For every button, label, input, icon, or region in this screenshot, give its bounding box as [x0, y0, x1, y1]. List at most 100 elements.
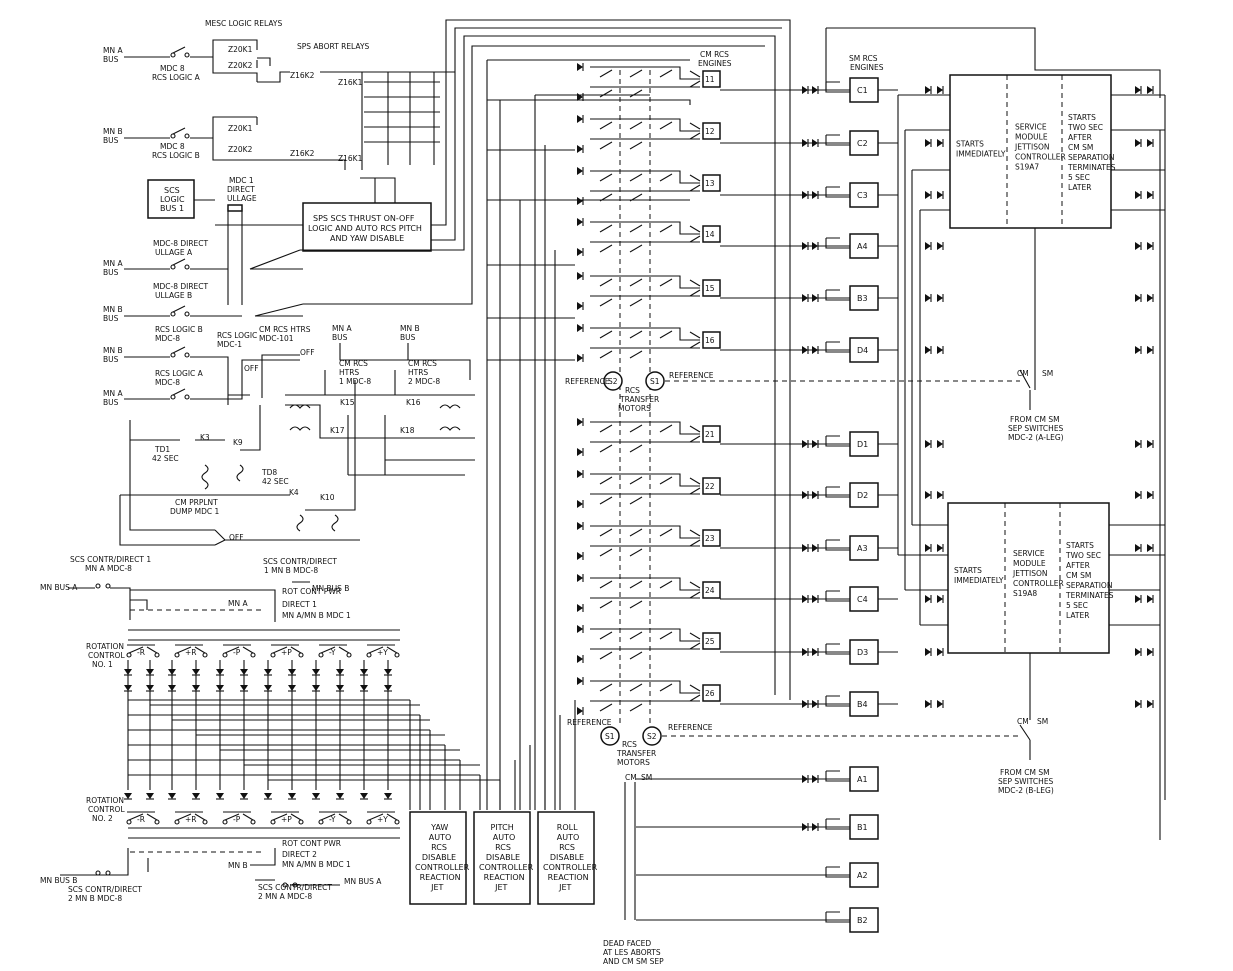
- diode-icon: [577, 218, 583, 226]
- label-cm-rcs: CM RCS: [700, 50, 729, 59]
- label-z20k1: Z20K1: [228, 124, 253, 133]
- label-s2: S2: [647, 732, 657, 741]
- sm-engine-id: A2: [857, 871, 868, 880]
- label-mdc1: MDC-1: [217, 340, 242, 349]
- label-logic: LOGIC: [160, 195, 185, 204]
- diode-icon: [1135, 595, 1141, 603]
- rotation-axis-label: +Y: [377, 815, 388, 824]
- label-bus1: BUS 1: [160, 204, 184, 213]
- controller-text: JETTISON: [1012, 569, 1047, 578]
- cm-engine-box: [702, 581, 721, 599]
- controller-text: SERVICE: [1013, 549, 1045, 558]
- label-42-sec: 42 SEC: [152, 454, 179, 463]
- diode-icon: [1147, 595, 1153, 603]
- label-rcs-logic-a: RCS LOGIC A: [155, 369, 204, 378]
- label-direct: DIRECT: [227, 185, 255, 194]
- sm-engine-box: [849, 862, 879, 888]
- label-mn-a: MN A: [103, 259, 123, 268]
- controller-text: LATER: [1068, 183, 1091, 192]
- controller-text: AFTER: [1068, 133, 1092, 142]
- diode-icon: [925, 86, 931, 94]
- label-z20k2: Z20K2: [228, 145, 253, 154]
- controller-text: CM SM: [1066, 571, 1091, 580]
- disable-box-line: YAW: [430, 823, 448, 832]
- label-ullage: ULLAGE: [227, 194, 257, 203]
- diode-icon: [925, 139, 931, 147]
- controller-text: S19A8: [1013, 589, 1037, 598]
- timer-section: TD1 42 SEC K3 K9 TD8 42 SEC K4 K10 CM PR…: [119, 380, 360, 546]
- label-reference: REFERENCE: [565, 377, 610, 386]
- label-motors: MOTORS: [617, 758, 650, 767]
- label-td1: TD1: [154, 445, 170, 454]
- controller-text: SEPARATION: [1066, 581, 1112, 590]
- controller-text: CONTROLLER: [1013, 579, 1064, 588]
- sm-engine-id: B3: [857, 294, 868, 303]
- label-2-mn-b-mdc8: 2 MN B MDC-8: [68, 894, 122, 903]
- rotation-axis-label: -P: [233, 648, 241, 657]
- cm-engine-box: [702, 477, 721, 495]
- diode-icon: [577, 552, 583, 560]
- switch-contact-icon: [366, 819, 372, 825]
- diode-icon: [577, 522, 583, 530]
- diode-icon: [925, 700, 931, 708]
- cm-engine-id: 25: [705, 637, 715, 646]
- label-cm-rcs: CM RCS: [339, 359, 368, 368]
- diode-icon: [1147, 648, 1153, 656]
- sm-engine-id: D3: [857, 648, 868, 657]
- diode-icon: [360, 793, 368, 799]
- label-k15: K15: [340, 398, 355, 407]
- disable-controller-box: [473, 811, 531, 905]
- diode-icon: [1135, 700, 1141, 708]
- label-mn-a-mdc8: MN A MDC-8: [85, 564, 132, 573]
- label-engines: ENGINES: [850, 63, 884, 72]
- label-rotation: ROTATION: [86, 796, 124, 805]
- cm-engine-box: [702, 331, 721, 349]
- controller-text: CONTROLLER: [1015, 153, 1066, 162]
- disable-box-line: DISABLE: [550, 853, 584, 862]
- label-bus: BUS: [103, 398, 119, 407]
- label-bus: BUS: [332, 333, 348, 342]
- label-s1: S1: [650, 377, 660, 386]
- diode-icon: [937, 294, 943, 302]
- diode-icon: [937, 648, 943, 656]
- cm-rcs-engines-section: CM RCS ENGINES 111213141516212223242526 …: [486, 50, 1020, 966]
- controller-text: IMMEDIATELY: [956, 150, 1006, 159]
- diode-icon: [937, 346, 943, 354]
- sm-engine-box: [849, 285, 879, 311]
- diode-icon: [240, 793, 248, 799]
- switch-contact-icon: [394, 652, 400, 658]
- cross-wiring: [128, 699, 576, 810]
- diode-icon: [1147, 191, 1153, 199]
- diode-icon: [802, 775, 808, 783]
- label-mn-bus-b: MN BUS B: [40, 876, 77, 885]
- label-mn-a-bus: MN A: [103, 46, 123, 55]
- diode-icon: [1135, 191, 1141, 199]
- cm-engine-box: [702, 174, 721, 192]
- label-bus: BUS: [400, 333, 416, 342]
- disable-box-line: DISABLE: [486, 853, 520, 862]
- label-k10: K10: [320, 493, 335, 502]
- diode-icon: [577, 604, 583, 612]
- sm-engine-id: C4: [857, 595, 868, 604]
- label-sm: SM: [1042, 369, 1053, 378]
- diode-icon: [937, 139, 943, 147]
- label-sps-thrust-3: AND YAW DISABLE: [330, 234, 404, 243]
- label-sps-thrust-2: LOGIC AND AUTO RCS PITCH: [308, 224, 422, 233]
- label-mdc8-direct: MDC-8 DIRECT: [153, 239, 209, 248]
- motor-s2-bottom: [642, 726, 662, 746]
- switch-contact-icon: [154, 819, 160, 825]
- label-rcs: RCS: [625, 386, 640, 395]
- label-mn-b: MN B: [103, 305, 123, 314]
- diode-icon: [937, 595, 943, 603]
- cm-engine-box: [702, 425, 721, 443]
- controller-text: TWO SEC: [1067, 123, 1103, 132]
- diode-icon: [1147, 294, 1153, 302]
- label-dump-mdc1: DUMP MDC 1: [170, 507, 220, 516]
- disable-box-line: JET: [558, 883, 571, 892]
- label-z16k2: Z16K2: [290, 71, 315, 80]
- rotation-control-1: SCS CONTR/DIRECT 1 MN A MDC-8 MN BUS A S…: [40, 555, 400, 800]
- cm-engine-id: 13: [705, 179, 715, 188]
- label-off: OFF: [244, 364, 259, 373]
- label-motors: MOTORS: [618, 404, 651, 413]
- label-sm: SM: [1037, 717, 1048, 726]
